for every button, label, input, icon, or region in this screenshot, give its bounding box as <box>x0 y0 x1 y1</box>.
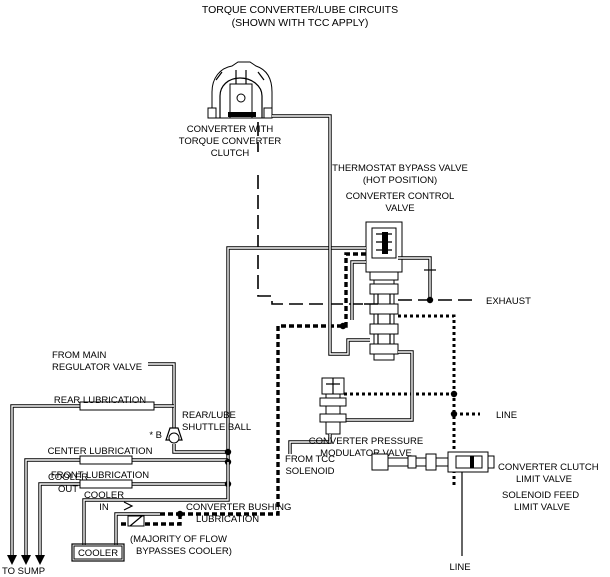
line-label-bottom: LINE <box>449 562 470 573</box>
modulator-feed-line <box>344 350 414 422</box>
from-main-label-1: FROM MAIN <box>52 350 106 361</box>
exhaust-branch-line <box>398 256 432 300</box>
clutch-limit-label-1: CONVERTER CLUTCH <box>498 462 599 473</box>
front-lubrication-orifice <box>79 479 133 489</box>
diagram-title-line1: TORQUE CONVERTER/LUBE CIRCUITS <box>202 4 398 16</box>
exhaust-line <box>364 299 476 305</box>
pressure-modulator-label-2: MODULATOR VALVE <box>320 448 412 459</box>
converter-label-3: CLUTCH <box>211 148 250 159</box>
shuttle-ball-icon <box>165 427 183 444</box>
control-return-line <box>350 260 366 320</box>
cooler-out-label-2: OUT <box>58 484 78 495</box>
clutch-limit-label-2: LIMIT VALVE <box>516 474 572 485</box>
from-tcc-label-1: FROM TCC <box>285 454 335 465</box>
cooler-label: COOLER <box>78 548 118 559</box>
from-tcc-label-2: SOLENOID <box>285 466 334 477</box>
cooler-in-label-2: IN <box>99 502 109 513</box>
torque-converter-icon <box>207 61 273 119</box>
cooler-box <box>73 545 123 560</box>
converter-control-valve-icon <box>365 221 403 361</box>
sump-arrow-center <box>21 555 31 565</box>
main-regulator-feed-line <box>148 362 176 428</box>
bushing-label-1: CONVERTER BUSHING <box>186 502 291 513</box>
solenoid-feed-label-2: LIMIT VALVE <box>514 502 570 513</box>
converter-label-1: CONVERTER WITH <box>187 124 274 135</box>
to-sump-label: TO SUMP <box>2 566 45 577</box>
sump-arrow-rear <box>7 555 17 565</box>
converter-release-line <box>272 114 332 232</box>
shuttle-ball-label-1: REAR/LUBE <box>182 410 236 421</box>
release-return-line <box>328 232 370 356</box>
from-main-label-2: REGULATOR VALVE <box>52 362 142 373</box>
bypass-label-1: (MAJORITY OF FLOW <box>130 534 227 545</box>
cooler-out-label-1: COOLER <box>48 472 88 483</box>
shuttle-outlet-line <box>172 444 228 454</box>
line-label-right: LINE <box>496 410 517 421</box>
clutch-limit-valve-icon <box>371 451 495 473</box>
thermostat-label-1: THERMOSTAT BYPASS VALVE <box>332 163 468 174</box>
thermostat-label-2: (HOT POSITION) <box>363 175 437 186</box>
diagram-title-line2: (SHOWN WITH TCC APPLY) <box>232 17 369 29</box>
converter-control-label-1: CONVERTER CONTROL <box>346 191 455 202</box>
shuttle-ball-label-2: SHUTTLE BALL <box>182 422 251 433</box>
rear-lubrication-orifice <box>79 401 155 411</box>
flow-arrow-icon <box>123 501 134 511</box>
converter-apply-line <box>257 122 364 305</box>
front-lubrication-label: FRONT LUBRICATION <box>51 470 149 481</box>
center-lubrication-label: CENTER LUBRICATION <box>48 446 153 457</box>
rear-lubrication-label: REAR LUBRICATION <box>54 395 146 406</box>
converter-label-2: TORQUE CONVERTER <box>179 136 282 147</box>
sump-arrow-front <box>35 555 45 565</box>
ball-marker-label: * B <box>149 430 162 441</box>
bushing-label-2: LUBRICATION <box>196 514 259 525</box>
line-pressure-dotted <box>398 314 456 488</box>
center-lubrication-orifice <box>79 455 133 465</box>
pressure-modulator-label-1: CONVERTER PRESSURE <box>309 436 423 447</box>
exhaust-label: EXHAUST <box>486 296 531 307</box>
pressure-modulator-valve-icon <box>319 377 347 435</box>
solenoid-feed-label-1: SOLENOID FEED <box>502 490 579 501</box>
converter-control-label-2: VALVE <box>385 203 414 214</box>
cooler-in-label-1: COOLER <box>84 490 124 501</box>
bypass-label-2: BYPASSES COOLER) <box>136 546 232 557</box>
